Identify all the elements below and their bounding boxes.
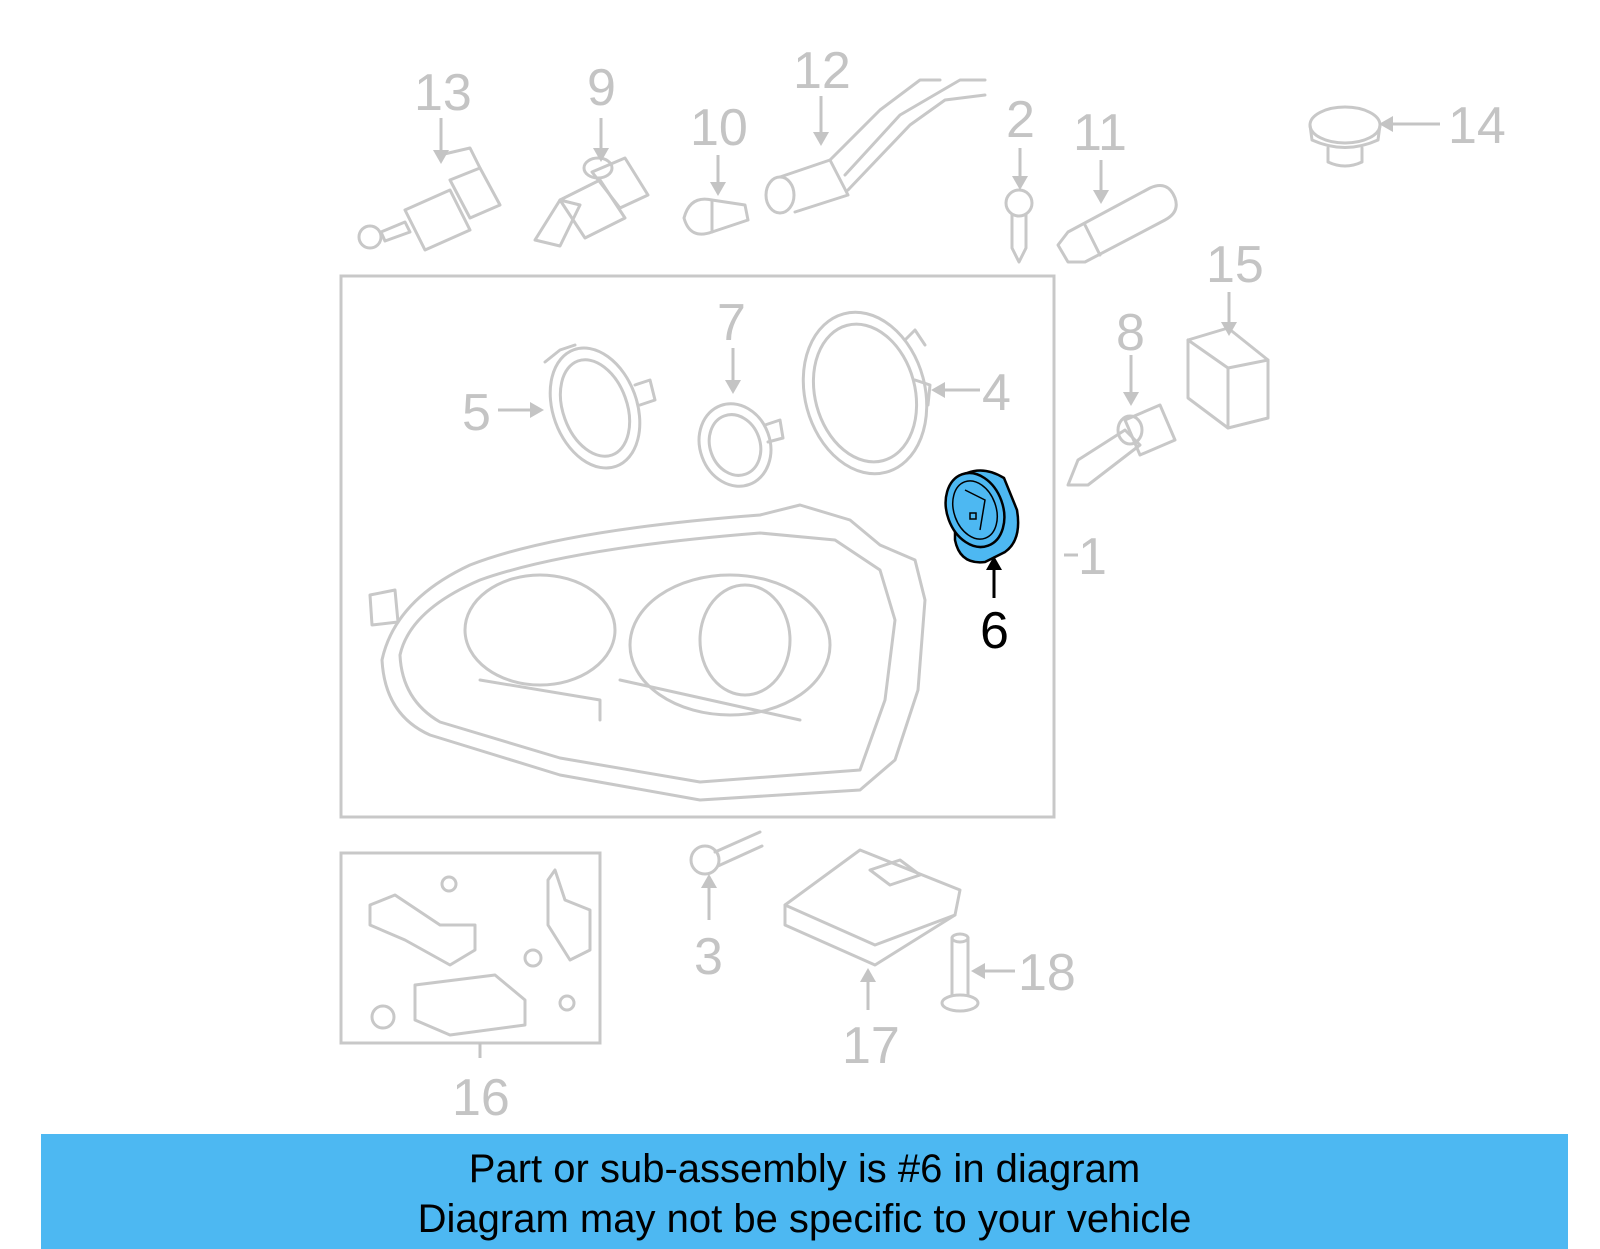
part-18-bolt-icon[interactable]: [940, 932, 980, 1013]
part-3-screw-icon[interactable]: [689, 830, 764, 876]
callout-2: 2: [1006, 91, 1035, 149]
part-10-wedge-bulb-icon[interactable]: [682, 197, 750, 236]
callout-10: 10: [690, 99, 748, 157]
callout-15: 15: [1206, 236, 1264, 294]
part-4-bezel-ring-icon[interactable]: [786, 298, 944, 487]
callout-3: 3: [694, 928, 723, 986]
part-15-module-icon[interactable]: [1186, 326, 1270, 430]
callout-6: 6: [980, 602, 1009, 660]
callout-14: 14: [1448, 97, 1506, 155]
callout-12: 12: [793, 42, 851, 100]
callout-18: 18: [1018, 944, 1076, 1002]
callout-1: 1: [1078, 528, 1107, 586]
part-16-bracket-kit-icon[interactable]: [368, 868, 592, 1037]
part-7-retaining-ring-icon[interactable]: [688, 394, 785, 497]
part-8-bulb-icon[interactable]: [1066, 403, 1177, 487]
part-5-retaining-ring-icon[interactable]: [534, 335, 657, 480]
part-14-cap-icon[interactable]: [1308, 105, 1382, 168]
callout-11: 11: [1073, 104, 1127, 162]
info-banner: Part or sub-assembly is #6 in diagram Di…: [41, 1134, 1568, 1249]
part-11-bulb-icon[interactable]: [1056, 184, 1178, 264]
headlamp-assembly-frame: [339, 274, 1056, 819]
callout-7: 7: [717, 294, 746, 352]
banner-line-2: Diagram may not be specific to your vehi…: [417, 1197, 1192, 1241]
banner-line-1: Part or sub-assembly is #6 in diagram: [468, 1147, 1141, 1191]
callout-4: 4: [982, 364, 1011, 422]
part-17-control-module-icon[interactable]: [783, 848, 962, 967]
callout-16: 16: [452, 1069, 510, 1127]
callout-8: 8: [1116, 304, 1145, 362]
part-12-socket-harness-icon[interactable]: [764, 78, 987, 215]
callout-13: 13: [414, 64, 472, 122]
callout-17: 17: [842, 1017, 900, 1075]
part-6-highlighted-cap-icon[interactable]: [936, 465, 1020, 564]
part-9-bulb-icon[interactable]: [533, 156, 650, 248]
part-1-headlamp-housing-icon[interactable]: [368, 503, 927, 802]
callout-5: 5: [462, 384, 491, 442]
part-13-bulb-icon[interactable]: [357, 146, 502, 252]
callout-9: 9: [587, 59, 616, 117]
bracket-kit-frame: [339, 851, 602, 1045]
part-2-screw-icon[interactable]: [1004, 188, 1034, 264]
